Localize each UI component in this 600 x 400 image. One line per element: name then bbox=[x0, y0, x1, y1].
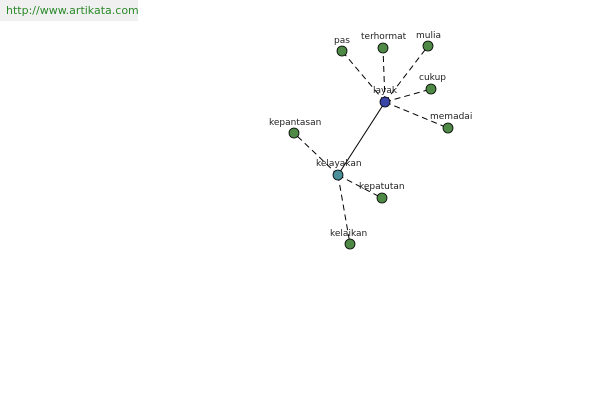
edge-layak-pas bbox=[341, 50, 386, 103]
node-label-kepatutan: kepatutan bbox=[359, 182, 405, 192]
node-label-cukup: cukup bbox=[419, 73, 446, 83]
node-kepatutan[interactable] bbox=[376, 192, 388, 204]
node-label-terhormat: terhormat bbox=[361, 32, 407, 42]
node-layak[interactable] bbox=[379, 96, 391, 108]
node-kepantasan[interactable] bbox=[288, 127, 300, 139]
edge-kelayakan-kepantasan bbox=[293, 132, 339, 176]
node-kelayakan[interactable] bbox=[332, 169, 344, 181]
node-label-mulia: mulia bbox=[416, 31, 441, 41]
node-label-pas: pas bbox=[334, 36, 350, 46]
node-terhormat[interactable] bbox=[377, 42, 389, 54]
edge-layak-kelayakan bbox=[337, 101, 386, 176]
watermark-url: http://www.artikata.com bbox=[0, 0, 139, 21]
node-label-kelaikan: kelaikan bbox=[330, 229, 367, 239]
node-label-kelayakan: kelayakan bbox=[316, 159, 362, 169]
edges-layer bbox=[293, 45, 449, 245]
node-label-kepantasan: kepantasan bbox=[269, 118, 321, 128]
edge-kelayakan-kelaikan bbox=[337, 174, 351, 245]
node-label-memadai: memadai bbox=[430, 112, 472, 122]
edge-layak-cukup bbox=[384, 88, 432, 103]
node-pas[interactable] bbox=[336, 45, 348, 57]
edge-kelayakan-kepatutan bbox=[337, 174, 383, 199]
node-mulia[interactable] bbox=[422, 40, 434, 52]
labels-layer: layak kelayakan pas terhormat mulia cukup mema… bbox=[269, 31, 472, 239]
edge-layak-memadai bbox=[384, 101, 449, 129]
node-label-layak: layak bbox=[373, 86, 398, 96]
node-memadai[interactable] bbox=[442, 122, 454, 134]
edge-layak-mulia bbox=[384, 45, 429, 103]
edge-layak-terhormat bbox=[382, 47, 386, 103]
node-kelaikan[interactable] bbox=[344, 238, 356, 250]
nodes-layer bbox=[288, 40, 454, 250]
node-cukup[interactable] bbox=[425, 83, 437, 95]
